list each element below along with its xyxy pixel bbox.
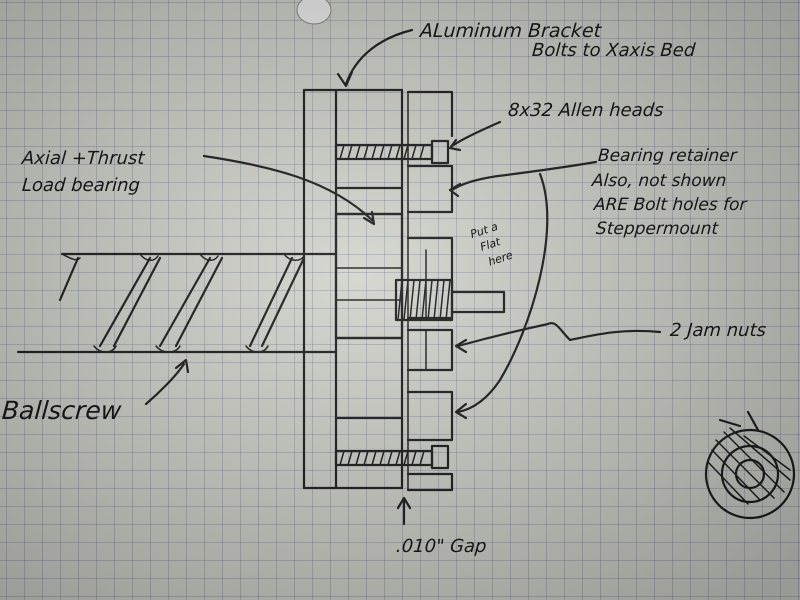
thread-root [93,345,117,353]
thread-line [98,256,152,348]
ballscrew-drawing [16,252,338,354]
thread-line [174,256,224,348]
bottom-allen-bolt [334,444,450,470]
bearing-label-line1: Axial +Thrust [21,148,146,169]
gap-label: .010" Gap [395,536,488,557]
thread-root [245,345,269,353]
retainer-label-line2: Also, not shown [591,171,728,191]
shaft-stub [394,278,506,322]
retainer-label-line1: Bearing retainer [597,146,738,166]
end-view-sketch [704,410,796,520]
top-allen-bolt [334,139,450,165]
retainer-label-line3: ARE Bolt holes for [593,195,748,215]
bracket-label-line1: ALuminum Bracket [419,20,602,42]
leader-lines [144,28,662,526]
thread-crest [61,253,81,261]
retainer-label-line4: Steppermount [595,219,719,239]
jam-nuts-label: 2 Jam nuts [669,320,767,341]
binder-hole [296,0,332,25]
thread-line [112,256,162,348]
thread-line [58,256,80,302]
bracket-label-line2: Bolts to Xaxis Bed [531,40,697,61]
bearing-label-line2: Load bearing [21,175,141,196]
thrust-bearing-drawing [334,186,404,420]
thread-root [155,345,181,353]
ballscrew-label: Ballscrew [0,396,123,425]
thread-crest [283,253,305,261]
thread-line [158,256,212,348]
thread-line [248,256,294,348]
allen-heads-label: 8x32 Allen heads [507,100,665,121]
aluminum-bracket-drawing [302,88,409,491]
thread-line [260,256,306,348]
